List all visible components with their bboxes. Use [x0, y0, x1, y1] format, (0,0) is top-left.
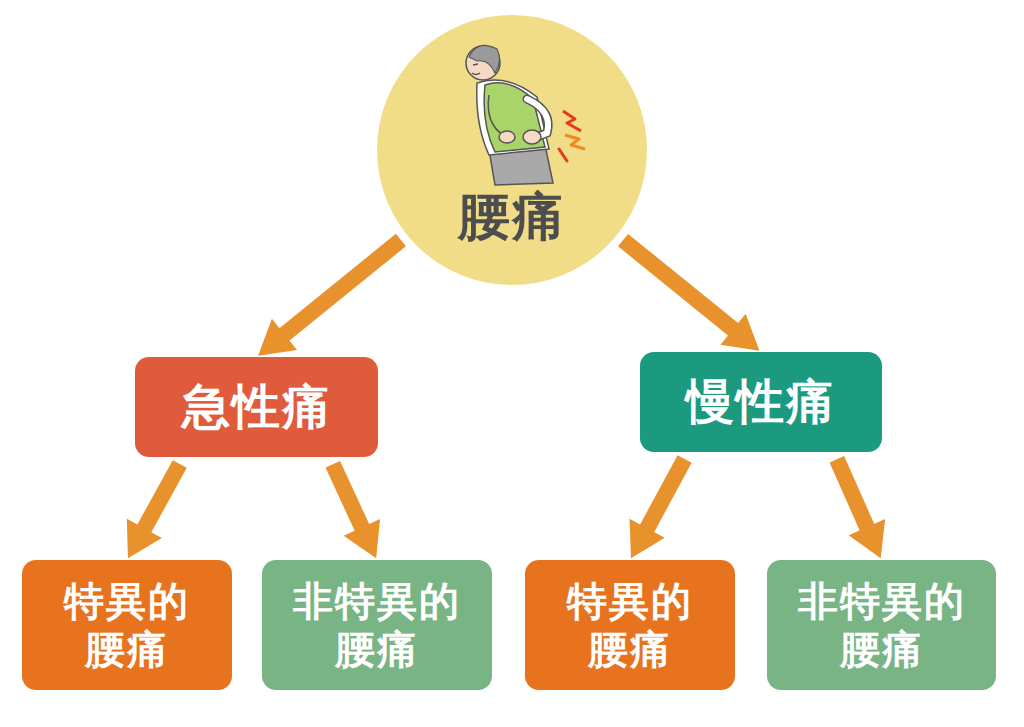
- node-label: 非特異的 腰痛: [289, 577, 465, 673]
- category-box: 慢性痛: [640, 352, 882, 452]
- type-box: 特異的 腰痛: [22, 560, 232, 690]
- node-label: 急性痛: [182, 378, 332, 436]
- arrow-head: [258, 319, 297, 356]
- arrow-head: [849, 519, 886, 558]
- arrow-connector: [623, 240, 759, 351]
- arrow-shaft: [623, 240, 735, 330]
- arrow-head: [630, 519, 665, 558]
- topic-circle: 腰痛: [377, 15, 647, 285]
- arrow-shaft: [646, 459, 684, 530]
- circle-fill: [377, 15, 647, 285]
- node-label: 特異的 腰痛: [39, 577, 215, 673]
- node-label: 慢性痛: [686, 373, 836, 431]
- arrow-connector: [837, 459, 885, 558]
- type-box: 非特異的 腰痛: [262, 560, 492, 690]
- arrow-shaft: [143, 464, 179, 530]
- arrow-shaft: [837, 459, 868, 529]
- node-label: 特異的 腰痛: [542, 577, 718, 673]
- type-box: 特異的 腰痛: [525, 560, 735, 690]
- arrow-head: [127, 519, 162, 558]
- node-label: 非特異的 腰痛: [794, 577, 970, 673]
- arrow-shaft: [333, 464, 363, 529]
- arrow-shaft: [283, 240, 401, 336]
- arrow-head: [720, 314, 759, 351]
- node-label: 腰痛: [458, 185, 566, 247]
- arrow-head: [344, 519, 380, 558]
- category-box: 急性痛: [135, 357, 378, 457]
- type-box: 非特異的 腰痛: [767, 560, 996, 690]
- arrow-connector: [258, 240, 401, 356]
- arrow-connector: [333, 464, 380, 558]
- arrow-connector: [630, 459, 685, 558]
- arrow-connector: [127, 464, 180, 558]
